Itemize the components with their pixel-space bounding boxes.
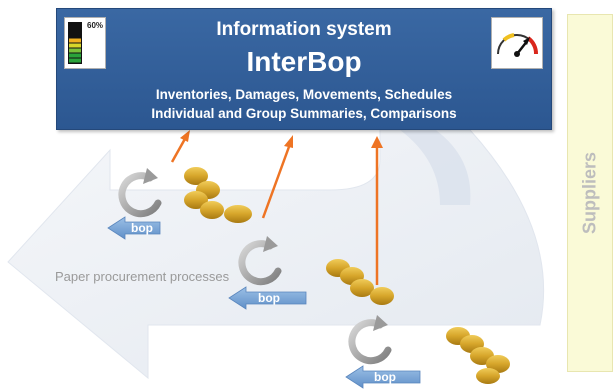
refresh-cycle-icon [118, 168, 162, 218]
suppliers-label: Suppliers [579, 151, 600, 235]
bop-arrow-2 [228, 286, 307, 310]
gauge-segment [69, 48, 81, 53]
paper-rolls-icon [326, 259, 394, 305]
process-group-1 [107, 167, 252, 240]
bop-label-3: bop [374, 370, 396, 384]
process-group-2 [228, 236, 394, 310]
bop-label-1: bop [131, 221, 153, 235]
data-flow-arrows [170, 130, 383, 285]
orange-arrow-2 [261, 135, 293, 219]
info-system-title: Information system [216, 19, 392, 40]
gauge-segment [69, 28, 81, 33]
orange-arrow-1 [170, 130, 190, 163]
background-process-arrow [7, 120, 545, 380]
bop-arrow-3 [345, 365, 421, 389]
bop-label-2: bop [258, 291, 280, 305]
info-system-functions: Inventories, Damages, Movements, Schedul… [155, 87, 453, 102]
info-system-summaries: Individual and Group Summaries, Comparis… [151, 106, 457, 121]
bop-arrow-1 [107, 216, 161, 240]
info-system-name: InterBop [246, 46, 362, 77]
gauge-percent-label: 60% [87, 21, 104, 30]
gauge-segment [69, 43, 81, 48]
gauge-segment [69, 33, 81, 38]
gauge-segment [69, 23, 81, 28]
gauge-segment [69, 38, 81, 43]
refresh-cycle-icon [348, 315, 392, 365]
process-group-3 [345, 315, 510, 389]
information-system-box: 60% Information system InterBop Inventor… [56, 8, 552, 130]
gauge-segment [69, 53, 81, 58]
orange-arrow-3 [371, 136, 383, 285]
suppliers-panel: Suppliers [567, 14, 613, 372]
paper-rolls-icon [446, 327, 510, 384]
paper-procurement-label: Paper procurement processes [55, 269, 230, 284]
level-gauge-icon: 60% [64, 17, 106, 69]
paper-rolls-icon [184, 167, 252, 223]
refresh-cycle-icon [238, 236, 282, 286]
gauge-segment [69, 58, 81, 63]
speedometer-icon [491, 17, 543, 69]
